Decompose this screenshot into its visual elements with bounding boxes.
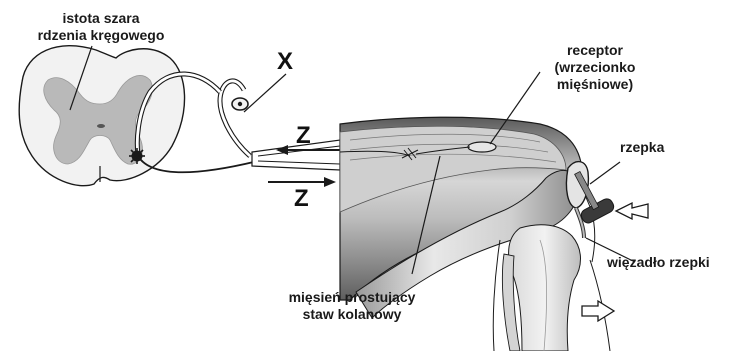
receptor-label-line3: mięśniowe) [530, 76, 660, 93]
muscle-label-line1: mięsień prostujący [272, 289, 432, 306]
z-marker-upper: Z [296, 124, 311, 148]
receptor-label: receptor (wrzecionko mięśniowe) [530, 42, 660, 93]
receptor-label-line2: (wrzecionko [530, 59, 660, 76]
central-canal [97, 124, 105, 128]
z-marker-lower: Z [294, 187, 309, 211]
gray-matter-label-line1: istota szara [16, 10, 186, 27]
receptor-label-line1: receptor [530, 42, 660, 59]
muscle-label-line2: staw kolanowy [272, 306, 432, 323]
patellar-ligament-label: więzadło rzepki [607, 254, 710, 271]
spinal-cord-section [19, 46, 184, 186]
patella-label: rzepka [620, 139, 664, 156]
muscle-spindle [468, 142, 496, 152]
gray-matter-label: istota szara rdzenia kręgowego [16, 10, 186, 44]
gray-matter-label-line2: rdzenia kręgowego [16, 27, 186, 44]
muscle-label: mięsień prostujący staw kolanowy [272, 289, 432, 323]
kick-arrow [582, 301, 614, 321]
x-marker: X [277, 50, 293, 74]
tibia [509, 225, 581, 351]
tap-arrow [616, 203, 648, 219]
